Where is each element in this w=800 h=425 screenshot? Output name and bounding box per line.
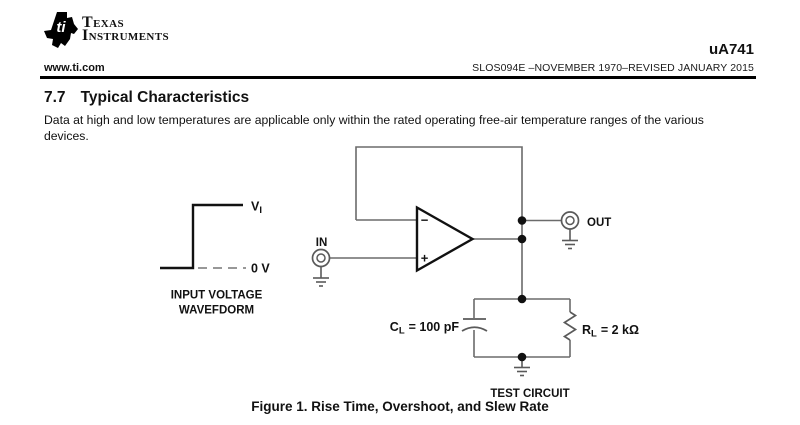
in-ground-icon: [313, 266, 329, 287]
vi-label: VI: [251, 200, 262, 217]
junction-dots: [517, 216, 527, 362]
body-line-2: devices.: [44, 129, 89, 143]
section-body: Data at high and low temperatures are ap…: [44, 112, 744, 144]
opamp: − +: [415, 205, 475, 273]
opamp-triangle: [415, 205, 475, 273]
out-terminal-inner-circle: [565, 215, 575, 226]
section-heading: 7.7 Typical Characteristics: [44, 89, 249, 107]
zero-volt-label: 0 V: [251, 262, 270, 276]
website-link[interactable]: www.ti.com: [44, 62, 105, 74]
part-number: uA741: [708, 41, 754, 58]
junction-dot: [517, 352, 527, 362]
brand-wordmark: Texas Instruments: [82, 14, 170, 44]
resistor-label: RL= 2 kΩ: [582, 323, 639, 340]
in-terminal: IN: [311, 237, 331, 287]
step-trace: [160, 203, 243, 270]
out-ground-icon: [562, 229, 578, 250]
junction-dot: [517, 294, 527, 304]
body-line-1: Data at high and low temperatures are ap…: [44, 113, 704, 127]
brand-texas: Texas: [82, 14, 125, 31]
section-title: Typical Characteristics: [80, 89, 250, 106]
doc-revision-line: SLOS094E –NOVEMBER 1970–REVISED JANUARY …: [472, 62, 754, 74]
waveform-caption-line1: INPUT VOLTAGE: [171, 290, 263, 302]
in-terminal-inner-circle: [316, 253, 326, 263]
out-label: OUT: [587, 217, 611, 229]
waveform-caption-line2: WAVEFDORM: [179, 305, 254, 317]
capacitor-bottom-plate: [461, 326, 488, 332]
load-capacitor: CL= 100 pF: [390, 318, 488, 337]
figure-caption: Figure 1. Rise Time, Overshoot, and Slew…: [251, 399, 549, 414]
junction-dot: [517, 234, 527, 244]
header-rule: [40, 76, 756, 79]
section-number: 7.7: [44, 89, 66, 106]
junction-dot: [517, 216, 527, 225]
capacitor-label: CL= 100 pF: [390, 320, 460, 337]
ti-logo-icon: ti: [44, 12, 78, 48]
ti-logo: ti Texas Instruments: [44, 11, 169, 49]
input-step-waveform: VI 0 V INPUT VOLTAGE WAVEFDORM: [160, 200, 270, 317]
noninverting-input-symbol: +: [421, 251, 429, 266]
out-terminal: OUT: [560, 211, 611, 250]
test-circuit-label: TEST CIRCUIT: [490, 388, 569, 400]
brand-instruments: Instruments: [82, 27, 170, 44]
ti-logo-glyph: ti: [56, 19, 66, 36]
load-top-bottom-wires: [474, 298, 570, 358]
resistor-zigzag: [562, 311, 578, 341]
in-label: IN: [316, 237, 328, 249]
inverting-input-symbol: −: [421, 213, 429, 228]
load-resistor: RL= 2 kΩ: [562, 311, 639, 341]
